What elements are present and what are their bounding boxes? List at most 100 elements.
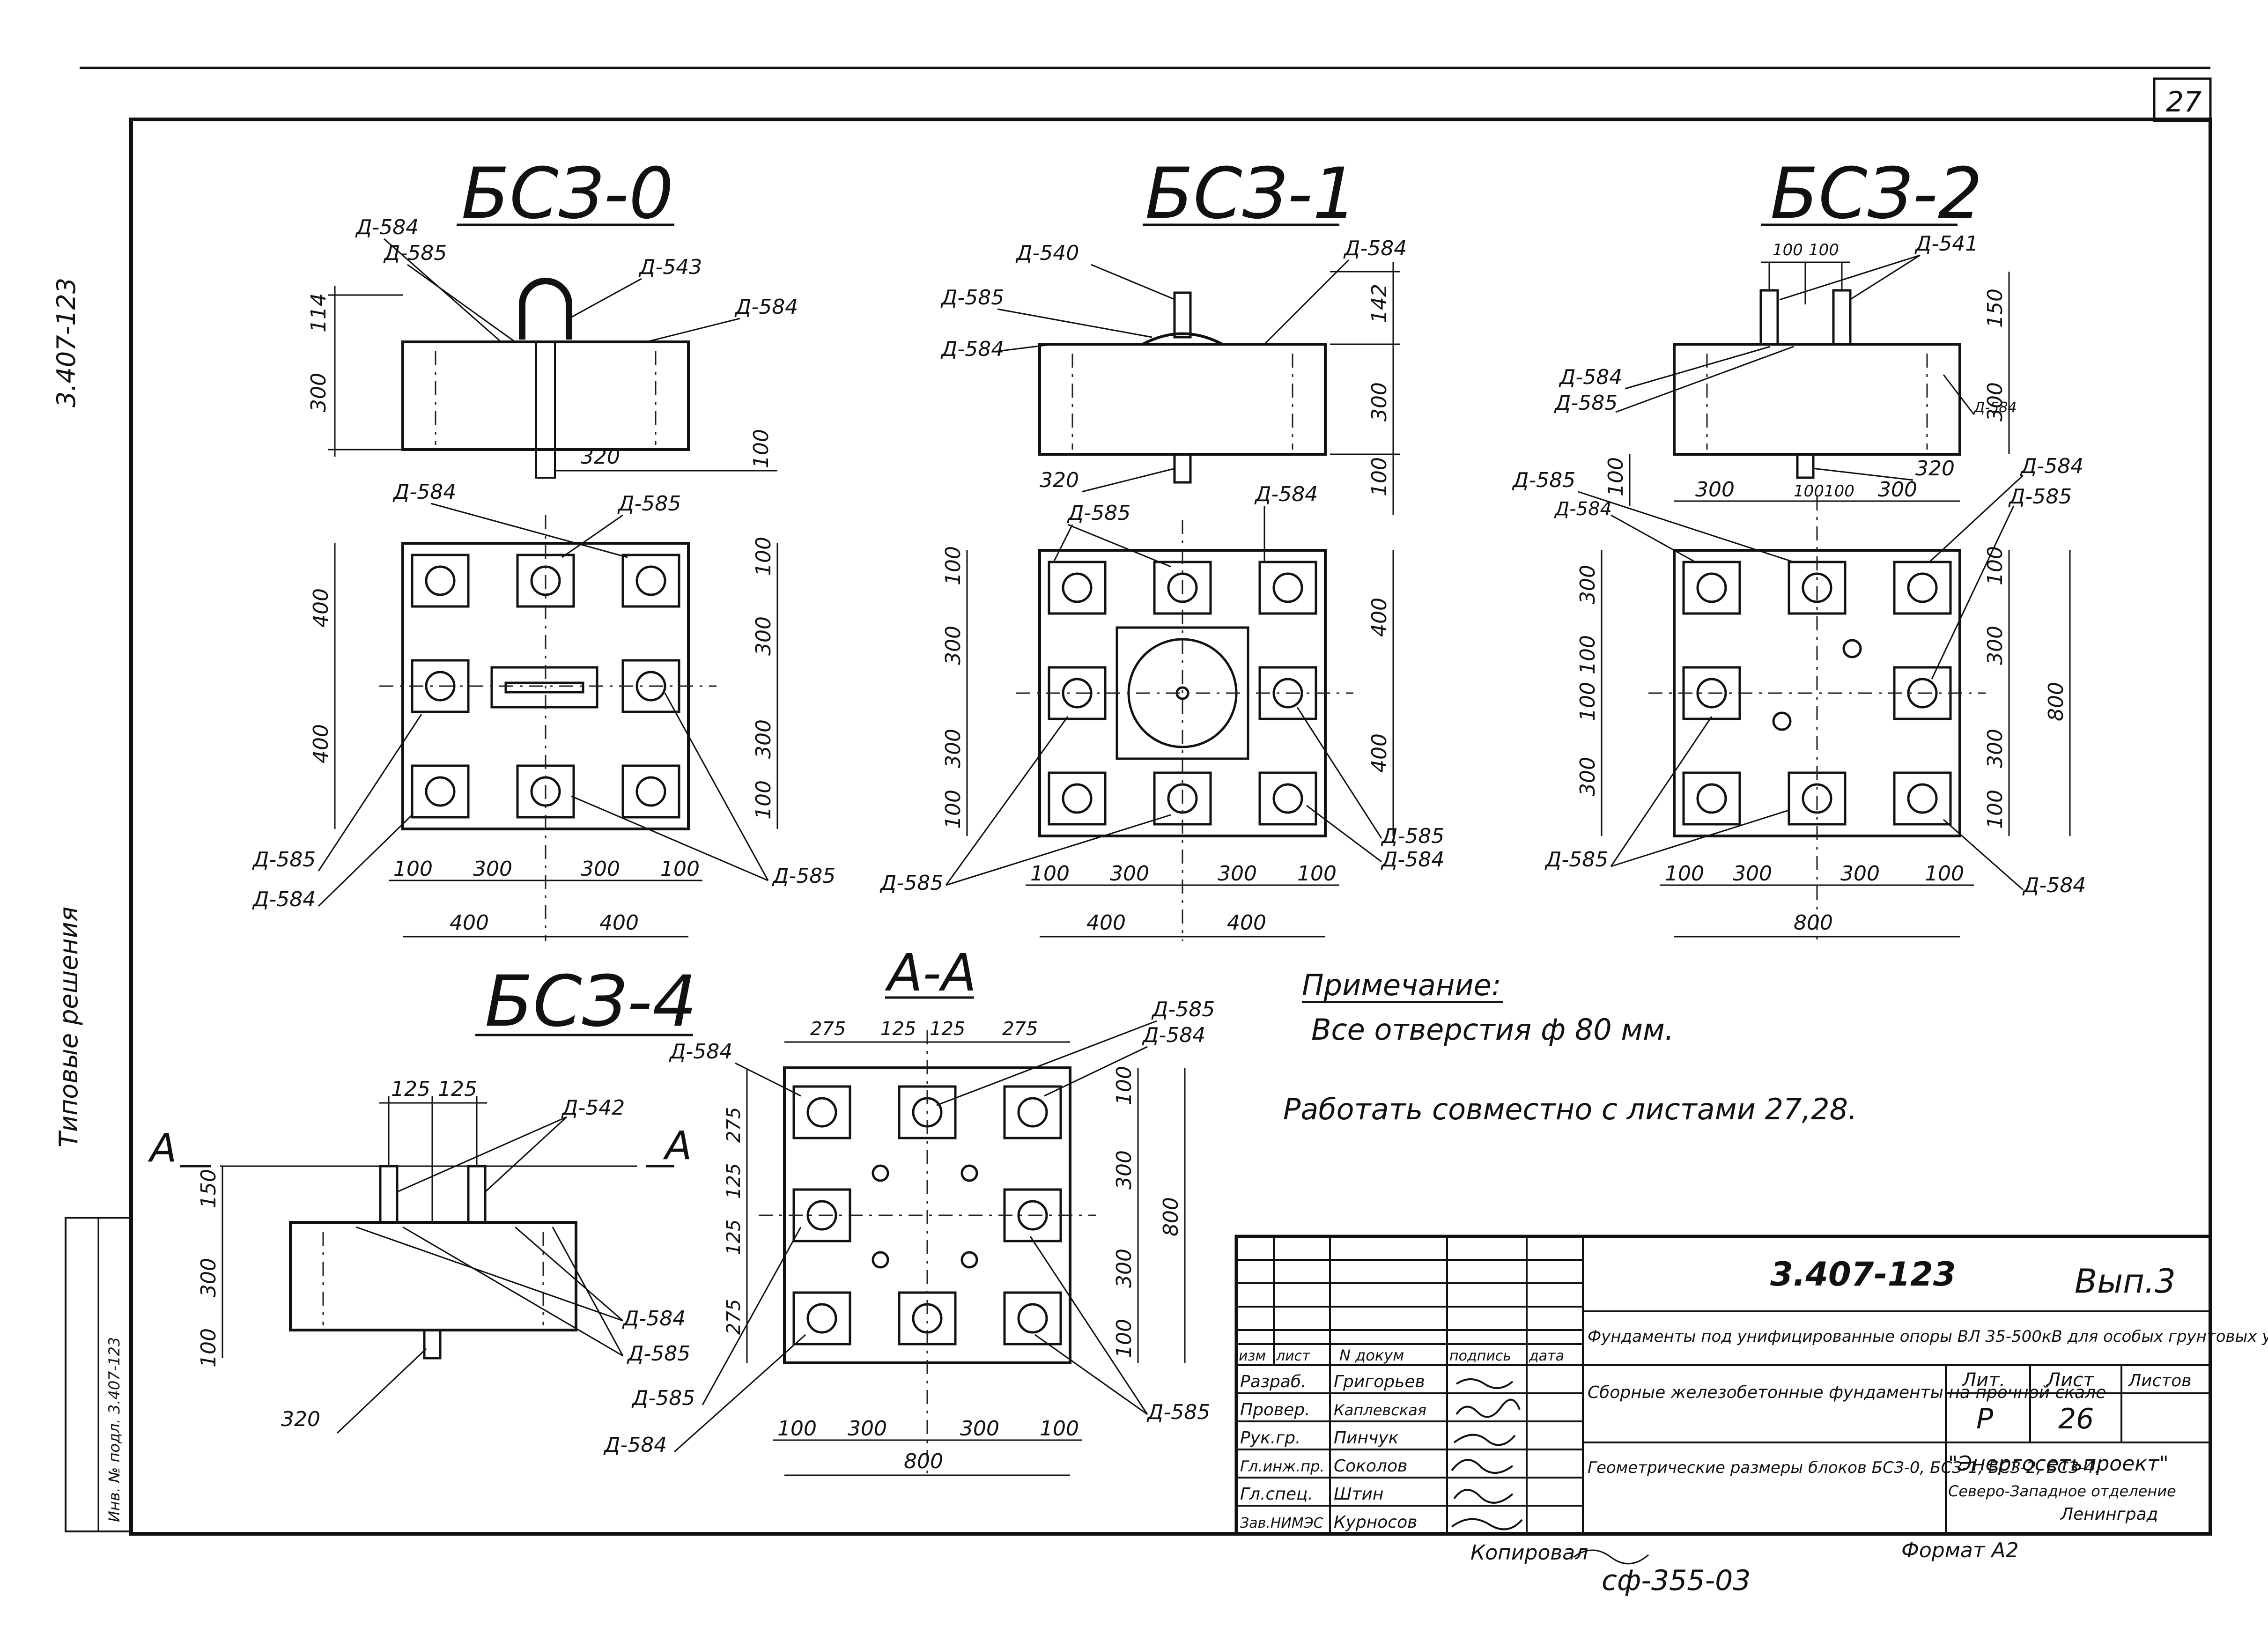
label-d585: Д-585	[1067, 501, 1130, 525]
tb-role-1: Разраб.	[1240, 1372, 1306, 1391]
tb-role-6: Зав.НИМЭС	[1240, 1515, 1323, 1531]
label-d584: Д-584	[252, 887, 316, 911]
dim-300: 300	[1983, 729, 2007, 768]
tb-name-2: Каплевская	[1334, 1401, 1426, 1419]
margin-note: Типовые решения	[54, 907, 83, 1147]
dim-300: 300	[581, 857, 620, 881]
label-d543: Д-543	[638, 255, 702, 279]
section-mark-right: А	[663, 1123, 692, 1168]
bsz2-elevation	[1673, 343, 1961, 456]
label-d585: Д-585	[2008, 485, 2072, 509]
dim-100: 100	[197, 1328, 221, 1368]
label-d585: Д-585	[1512, 468, 1575, 492]
label-d585: Д-585	[1381, 824, 1444, 848]
dim-100: 100	[1983, 546, 2007, 585]
label-d585: Д-585	[252, 848, 316, 872]
dim-300: 300	[848, 1417, 887, 1441]
note-line-2: Работать совместно с листами 27,28.	[1283, 1092, 1857, 1126]
label-d585: Д-585	[940, 286, 1004, 310]
dim-114: 114	[307, 293, 331, 333]
tb-project: Фундаменты под унифицированные опоры ВЛ …	[1588, 1327, 2268, 1346]
bsz1-title: БСЗ-1	[1145, 153, 1357, 235]
tb-role-5: Гл.спец.	[1240, 1485, 1313, 1504]
dim-320: 320	[581, 445, 620, 469]
label-d585: Д-585	[1554, 391, 1618, 415]
dim-100: 100	[1576, 635, 1600, 674]
dim-100: 100	[1794, 482, 1824, 501]
dim-142: 142	[1367, 284, 1391, 323]
label-d584: Д-584	[622, 1307, 686, 1331]
dim-100: 100	[941, 790, 965, 829]
dim-125: 125	[391, 1077, 430, 1101]
tb-col-sign: подпись	[1449, 1348, 1511, 1364]
dim-100: 100	[1604, 457, 1628, 496]
tb-issue: Вып.3	[2075, 1262, 2176, 1301]
dim-300: 300	[752, 719, 776, 759]
dim-300: 300	[1367, 382, 1391, 421]
bsz0-title: БСЗ-0	[461, 153, 673, 235]
dim-300: 300	[473, 857, 512, 881]
tb-org-city: Ленинград	[2060, 1505, 2158, 1524]
dim-400: 400	[309, 724, 333, 763]
label-d585: Д-585	[631, 1386, 695, 1410]
dim-100: 100	[660, 857, 700, 881]
dim-400: 400	[1086, 911, 1126, 935]
dim-300: 300	[941, 626, 965, 665]
tb-org-branch: Северо-Западное отделение	[1948, 1482, 2176, 1500]
label-d584: Д-584	[603, 1433, 667, 1457]
tb-org-name: "Энергосетьпроект"	[1948, 1452, 2169, 1476]
label-d585: Д-585	[1544, 848, 1608, 872]
dim-100: 100	[752, 780, 776, 820]
view-section-aa: А-А 275 125 125 275 275 125 125 275 100 …	[603, 943, 1215, 1476]
tb-name-4: Соколов	[1334, 1457, 1407, 1476]
dim-100: 100	[1665, 862, 1704, 886]
dim-300: 300	[197, 1258, 221, 1297]
tb-col-doc: N докум	[1339, 1346, 1404, 1364]
dim-300: 300	[752, 616, 776, 656]
label-d585: Д-585	[772, 864, 835, 888]
tb-lit-value: Р	[1976, 1403, 1994, 1435]
dim-400: 400	[599, 911, 639, 935]
title-block: изм лист N докум подпись дата Разраб. Гр…	[1234, 1235, 2268, 1536]
dim-275: 275	[1002, 1018, 1038, 1040]
label-d584: Д-584	[2022, 873, 2086, 897]
bsz0-elevation	[401, 340, 690, 451]
tb-name-5: Штин	[1334, 1485, 1383, 1504]
label-d585: Д-585	[617, 492, 681, 516]
footer-format: Формат А2	[1901, 1538, 2019, 1562]
dim-125: 125	[438, 1077, 477, 1101]
label-d584-small: Д-584	[1973, 399, 2017, 416]
dim-125: 125	[930, 1018, 965, 1040]
label-d585: Д-585	[383, 241, 447, 265]
dim-300: 300	[1112, 1150, 1136, 1190]
label-d584: Д-584	[1343, 237, 1407, 260]
view-bsz4: БСЗ-4 А А 125 125 150 300 100 Д-542 Д-58…	[148, 961, 697, 1434]
dim-300: 300	[307, 373, 331, 412]
dim-275: 275	[723, 1299, 745, 1335]
dim-300: 300	[1695, 478, 1735, 502]
dim-100: 100	[1809, 241, 1839, 259]
signatures	[1451, 1378, 1523, 1530]
dim-100: 100	[1824, 482, 1854, 501]
dim-150: 150	[197, 1169, 221, 1208]
label-d584: Д-584	[1254, 482, 1318, 506]
page-number: 27	[2166, 86, 2202, 118]
dim-100: 100	[1112, 1319, 1136, 1358]
dim-100: 100	[1040, 1417, 1079, 1441]
tb-col-izm: изм	[1239, 1348, 1266, 1364]
footer: Копировал сф-355-03 Формат А2	[1470, 1538, 2019, 1597]
tb-sheets-label: Листов	[2128, 1371, 2191, 1390]
note-line-1: Все отверстия ф 80 мм.	[1311, 1013, 1674, 1047]
label-d584: Д-584	[392, 480, 456, 504]
label-d584: Д-584	[734, 295, 798, 319]
label-d584: Д-584	[1559, 365, 1622, 389]
dim-300: 300	[1218, 862, 1257, 886]
tb-sheet-value: 26	[2058, 1403, 2094, 1435]
dim-300: 300	[1983, 626, 2007, 665]
label-d585: Д-585	[1151, 998, 1215, 1021]
dim-300: 300	[1878, 478, 1917, 502]
dim-800: 800	[1159, 1197, 1183, 1236]
tb-role-3: Рук.гр.	[1240, 1428, 1300, 1448]
dim-400: 400	[1367, 598, 1391, 637]
notes: Примечание: Все отверстия ф 80 мм. Работ…	[1283, 968, 1857, 1126]
